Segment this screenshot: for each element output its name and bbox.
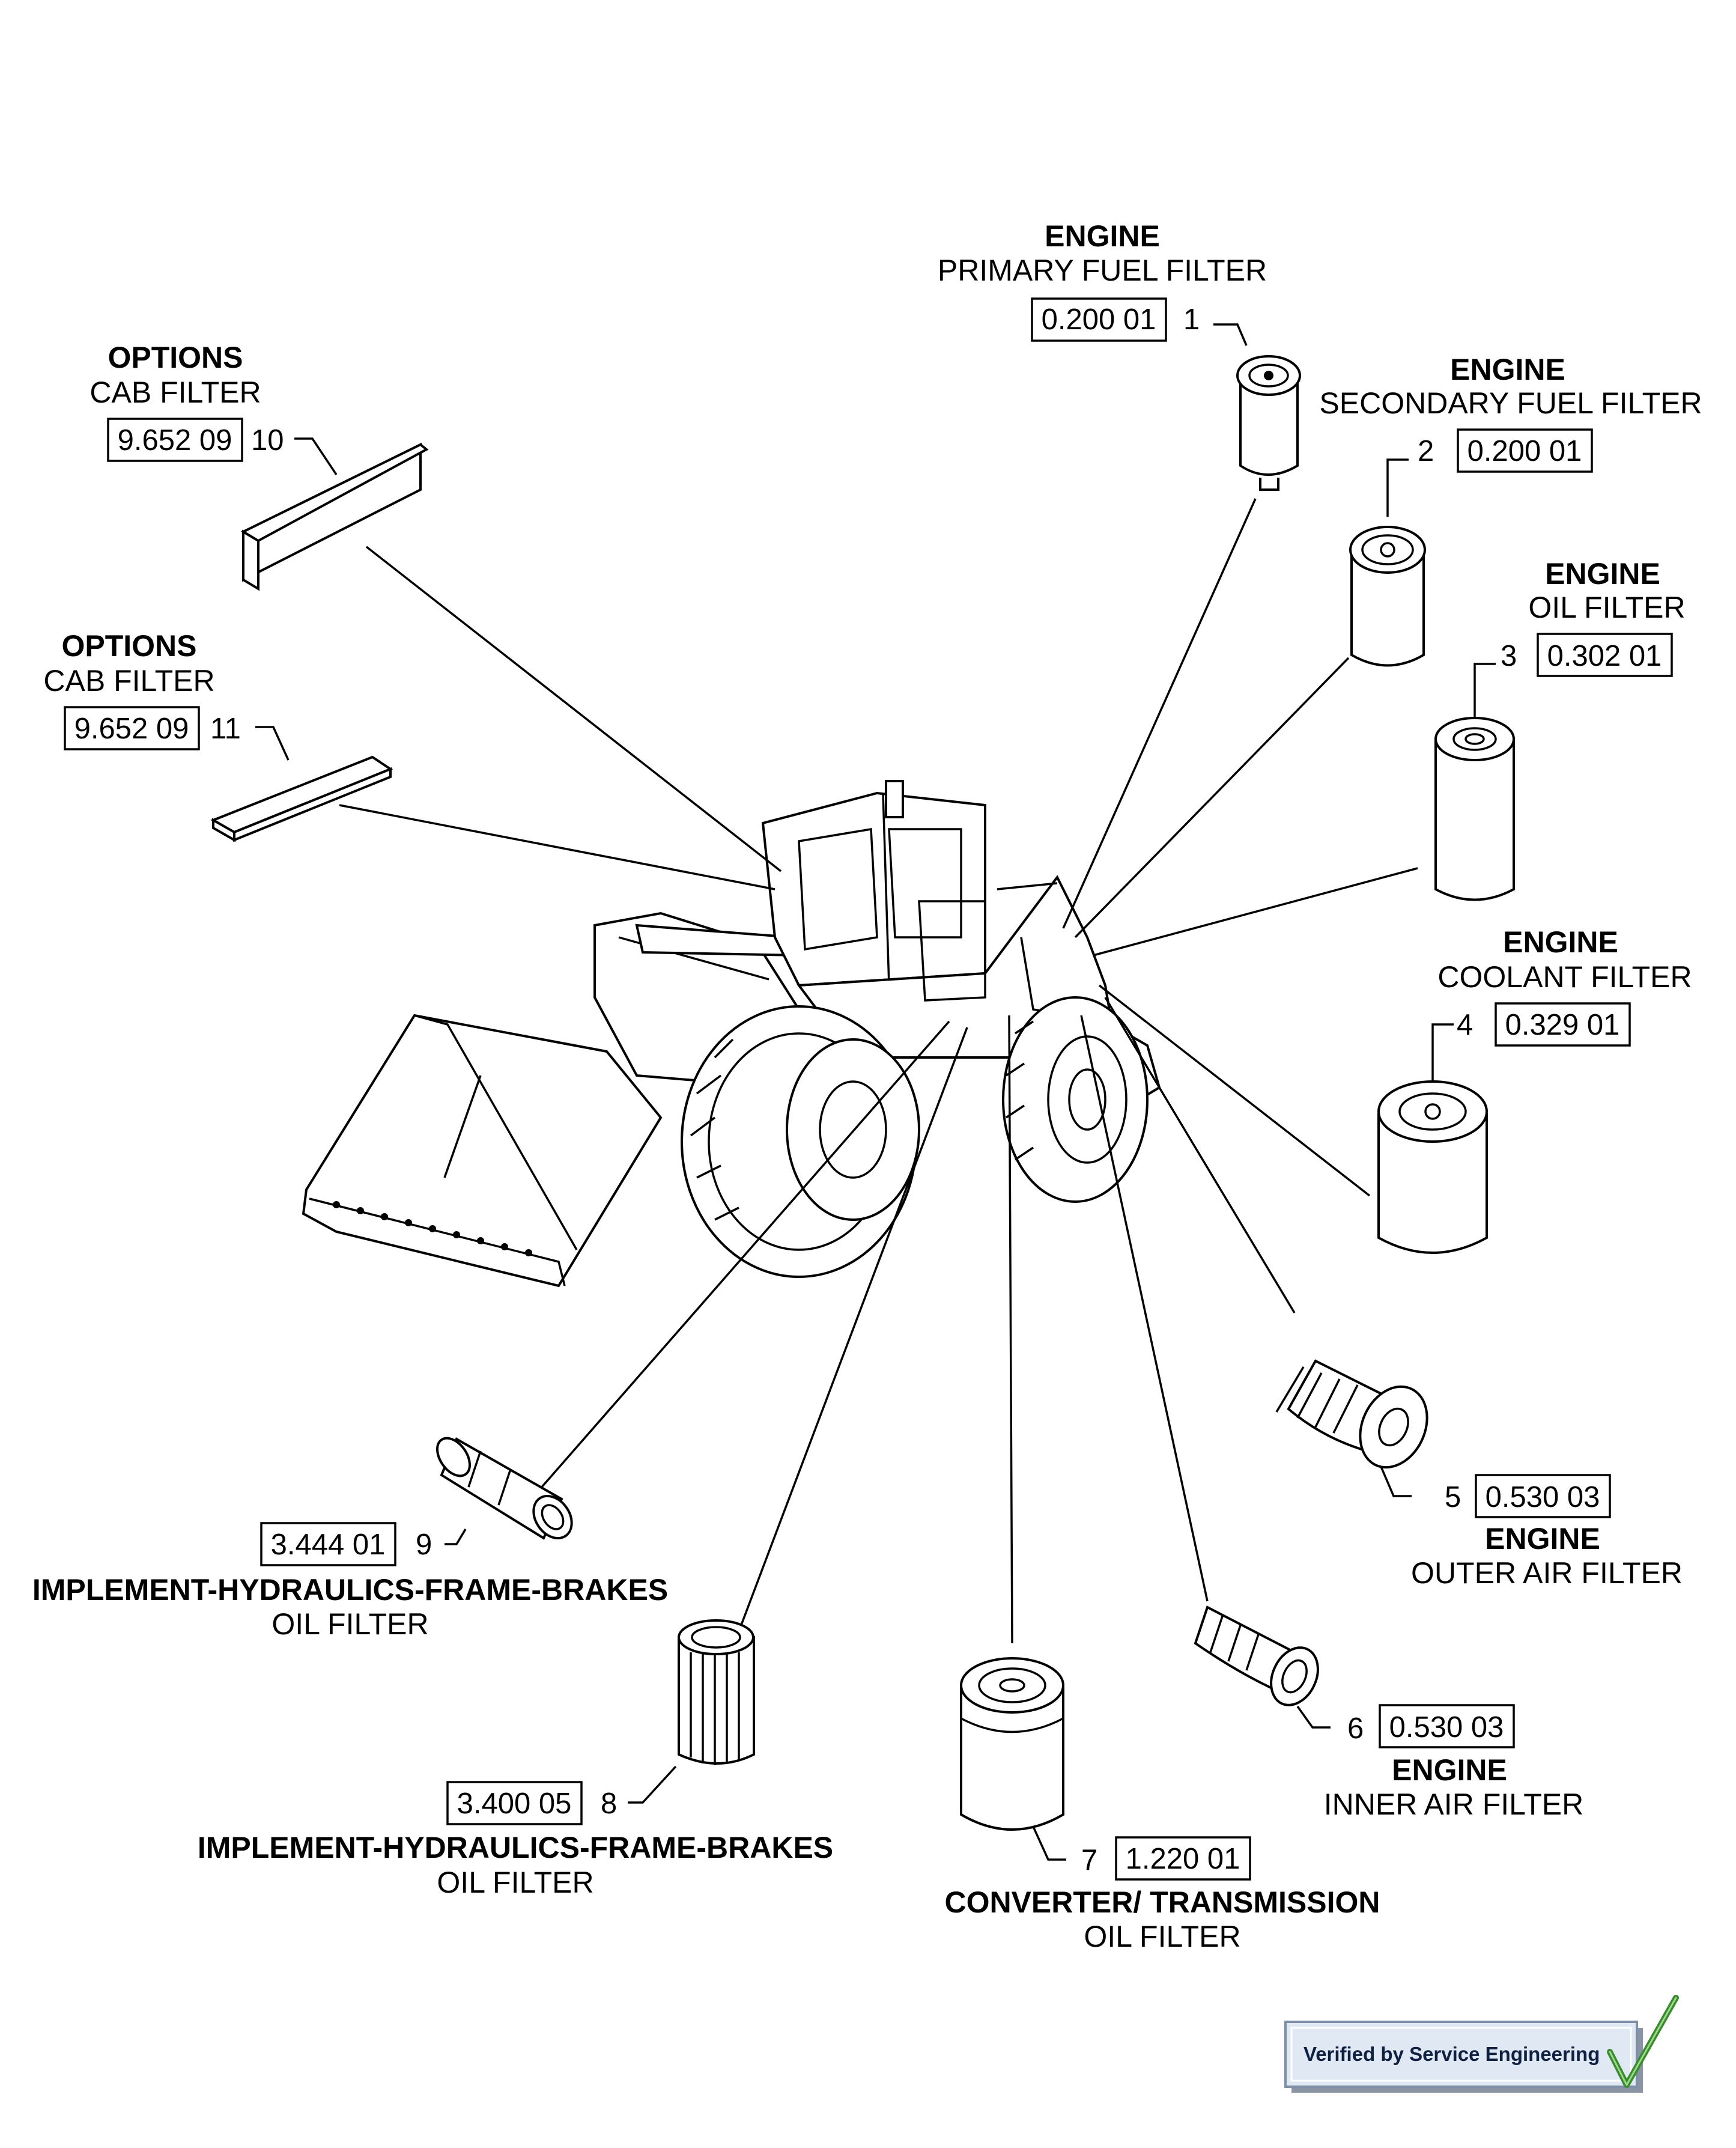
- callout-3-number: 3: [1501, 640, 1517, 672]
- callout-8-ref: 3.400 05: [457, 1787, 572, 1820]
- callout-6-number: 6: [1347, 1712, 1364, 1745]
- callout-10-number: 10: [251, 424, 284, 457]
- callout-4-ref: 0.329 01: [1505, 1009, 1620, 1041]
- callout-7-number: 7: [1081, 1844, 1097, 1876]
- callout-2-category: ENGINE: [1450, 353, 1565, 386]
- callout-4-description: COOLANT FILTER: [1437, 960, 1692, 994]
- wheel-loader-illustration: [302, 780, 1161, 1288]
- inner-air-filter-part: [1194, 1605, 1319, 1706]
- callout-5-number: 5: [1445, 1481, 1461, 1514]
- callout-2: ENGINE SECONDARY FUEL FILTER 2 0.200 01: [1319, 353, 1702, 473]
- callout-3-description: OIL FILTER: [1528, 591, 1685, 624]
- callout-7-description: OIL FILTER: [1084, 1920, 1240, 1953]
- callout-7-ref: 1.220 01: [1126, 1843, 1240, 1875]
- primary-fuel-filter-part: [1236, 355, 1301, 491]
- callout-9-description: OIL FILTER: [272, 1607, 428, 1641]
- callout-2-description: SECONDARY FUEL FILTER: [1319, 386, 1702, 420]
- callout-6-description: INNER AIR FILTER: [1324, 1787, 1583, 1821]
- verified-badge-text: Verified by Service Engineering: [1304, 2043, 1600, 2065]
- callout-6-category: ENGINE: [1392, 1753, 1507, 1787]
- transmission-oil-filter-part: [960, 1657, 1064, 1831]
- callout-2-number: 2: [1418, 435, 1434, 467]
- callout-3-category: ENGINE: [1545, 557, 1660, 591]
- callout-8-number: 8: [601, 1787, 617, 1820]
- callout-4-category: ENGINE: [1503, 925, 1618, 959]
- callout-9-ref: 3.444 01: [271, 1529, 386, 1561]
- implement-oil-filter-small-part: [436, 1437, 573, 1540]
- callout-10-ref: 9.652 09: [118, 424, 232, 457]
- callout-1-number: 1: [1183, 303, 1200, 336]
- callout-6-ref: 0.530 03: [1389, 1711, 1504, 1744]
- callout-1: ENGINE PRIMARY FUEL FILTER 0.200 01 1: [938, 219, 1267, 342]
- callout-5-category: ENGINE: [1485, 1522, 1600, 1556]
- outer-air-filter-part: [1275, 1359, 1428, 1469]
- callout-8-description: OIL FILTER: [437, 1866, 593, 1899]
- callout-6: 6 0.530 03 ENGINE INNER AIR FILTER: [1324, 1704, 1583, 1821]
- verified-badge: Verified by Service Engineering: [1284, 1995, 1679, 2093]
- callout-11-number: 11: [210, 713, 241, 745]
- callout-1-category: ENGINE: [1045, 219, 1160, 253]
- callout-5: 5 0.530 03 ENGINE OUTER AIR FILTER: [1411, 1474, 1683, 1590]
- callout-7-category: CONVERTER/ TRANSMISSION: [944, 1885, 1380, 1919]
- callout-11-ref: 9.652 09: [74, 713, 189, 745]
- callout-1-ref: 0.200 01: [1042, 303, 1156, 336]
- callout-10: OPTIONS CAB FILTER 9.652 09 10: [90, 341, 284, 462]
- callout-11: OPTIONS CAB FILTER 9.652 09 11: [43, 629, 241, 750]
- callout-7: 7 1.220 01 CONVERTER/ TRANSMISSION OIL F…: [944, 1836, 1380, 1953]
- callout-10-category: OPTIONS: [108, 341, 243, 374]
- callout-11-description: CAB FILTER: [43, 664, 214, 698]
- implement-oil-filter-tall-part: [678, 1619, 755, 1765]
- callout-5-description: OUTER AIR FILTER: [1411, 1556, 1683, 1590]
- callout-9-category: IMPLEMENT-HYDRAULICS-FRAME-BRAKES: [32, 1573, 668, 1607]
- callout-8-category: IMPLEMENT-HYDRAULICS-FRAME-BRAKES: [198, 1831, 833, 1864]
- callout-3: ENGINE OIL FILTER 3 0.302 01: [1501, 557, 1686, 677]
- cab-filter-box-part: [240, 442, 429, 591]
- oil-filter-part: [1434, 717, 1515, 901]
- callout-10-description: CAB FILTER: [90, 376, 261, 409]
- secondary-fuel-filter-part: [1349, 526, 1426, 667]
- callout-3-ref: 0.302 01: [1547, 640, 1662, 672]
- callout-4: ENGINE COOLANT FILTER 4 0.329 01: [1437, 925, 1692, 1047]
- callout-1-description: PRIMARY FUEL FILTER: [938, 254, 1267, 287]
- callout-9: 3.444 01 9 IMPLEMENT-HYDRAULICS-FRAME-BR…: [32, 1522, 668, 1641]
- leader-lines: [255, 323, 1496, 1861]
- coolant-filter-part: [1377, 1080, 1488, 1254]
- callout-2-ref: 0.200 01: [1467, 435, 1582, 467]
- callout-4-number: 4: [1457, 1009, 1473, 1041]
- callout-5-ref: 0.530 03: [1486, 1481, 1600, 1514]
- callout-8: 3.400 05 8 IMPLEMENT-HYDRAULICS-FRAME-BR…: [198, 1781, 833, 1899]
- callout-9-number: 9: [416, 1529, 432, 1561]
- cab-filter-panel-part: [210, 755, 393, 842]
- callout-11-category: OPTIONS: [61, 629, 196, 663]
